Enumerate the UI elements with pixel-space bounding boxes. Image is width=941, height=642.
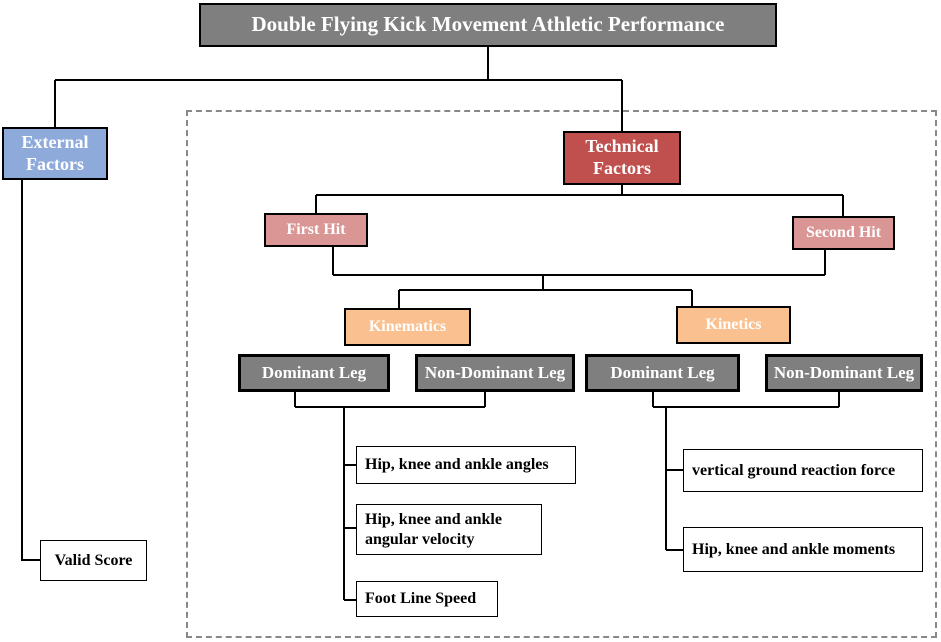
- diagram-title: Double Flying Kick Movement Athletic Per…: [199, 3, 777, 47]
- valid-score-box: Valid Score: [40, 540, 147, 581]
- kinetics-non-dominant-leg-box: Non-Dominant Leg: [765, 354, 923, 392]
- kinematics-foot-line-speed-box: Foot Line Speed: [356, 581, 498, 617]
- kinetics-box: Kinetics: [676, 306, 791, 344]
- kinematics-angles-box: Hip, knee and ankle angles: [356, 446, 576, 484]
- kinematics-angular-velocity-box: Hip, knee and ankle angular velocity: [356, 504, 542, 555]
- kinetics-grf-box: vertical ground reaction force: [683, 449, 923, 492]
- technical-factors-box: Technical Factors: [563, 131, 681, 185]
- kinematics-box: Kinematics: [344, 308, 471, 346]
- first-hit-box: First Hit: [264, 213, 368, 247]
- kinetics-dominant-leg-box: Dominant Leg: [585, 354, 740, 392]
- second-hit-box: Second Hit: [792, 216, 895, 250]
- external-factors-box: External Factors: [2, 127, 108, 180]
- kinematics-non-dominant-leg-box: Non-Dominant Leg: [415, 354, 575, 392]
- technical-factors-group: [186, 110, 937, 638]
- kinetics-moments-box: Hip, knee and ankle moments: [683, 527, 923, 572]
- kinematics-dominant-leg-box: Dominant Leg: [238, 354, 390, 392]
